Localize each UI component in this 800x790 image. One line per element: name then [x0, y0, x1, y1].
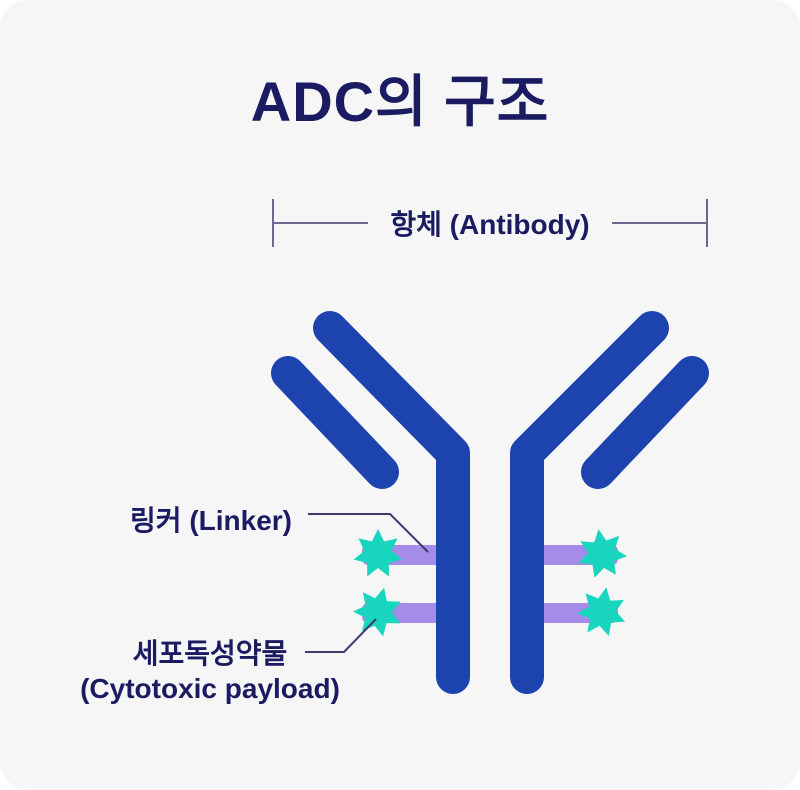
payload-label: 세포독성약물 (Cytotoxic payload) — [30, 636, 390, 706]
page-title: ADC의 구조 — [250, 70, 550, 133]
linker-label: 링커 (Linker) — [130, 505, 292, 536]
antibody-heavy-chain-left — [313, 311, 470, 694]
bracket-left-tick — [272, 199, 274, 247]
antibody-bracket: 항체 (Antibody) — [272, 199, 708, 247]
bracket-row: 항체 (Antibody) — [274, 199, 707, 247]
antibody-heavy-chain-right — [510, 311, 669, 694]
antibody-light-chain-left — [271, 356, 399, 489]
payload-star-right-bottom — [574, 583, 631, 639]
bracket-line-right — [611, 222, 707, 224]
payload-pointer-line — [305, 618, 377, 653]
bracket-line-left — [274, 222, 369, 224]
bracket-right-tick — [706, 199, 708, 247]
antibody-label: 항체 (Antibody) — [390, 209, 590, 240]
payload-label-korean: 세포독성약물 — [132, 638, 288, 669]
linker-pointer-line — [308, 513, 429, 553]
antibody-light-chain-right — [581, 356, 709, 489]
payload-label-english: (Cytotoxic payload) — [80, 673, 340, 704]
